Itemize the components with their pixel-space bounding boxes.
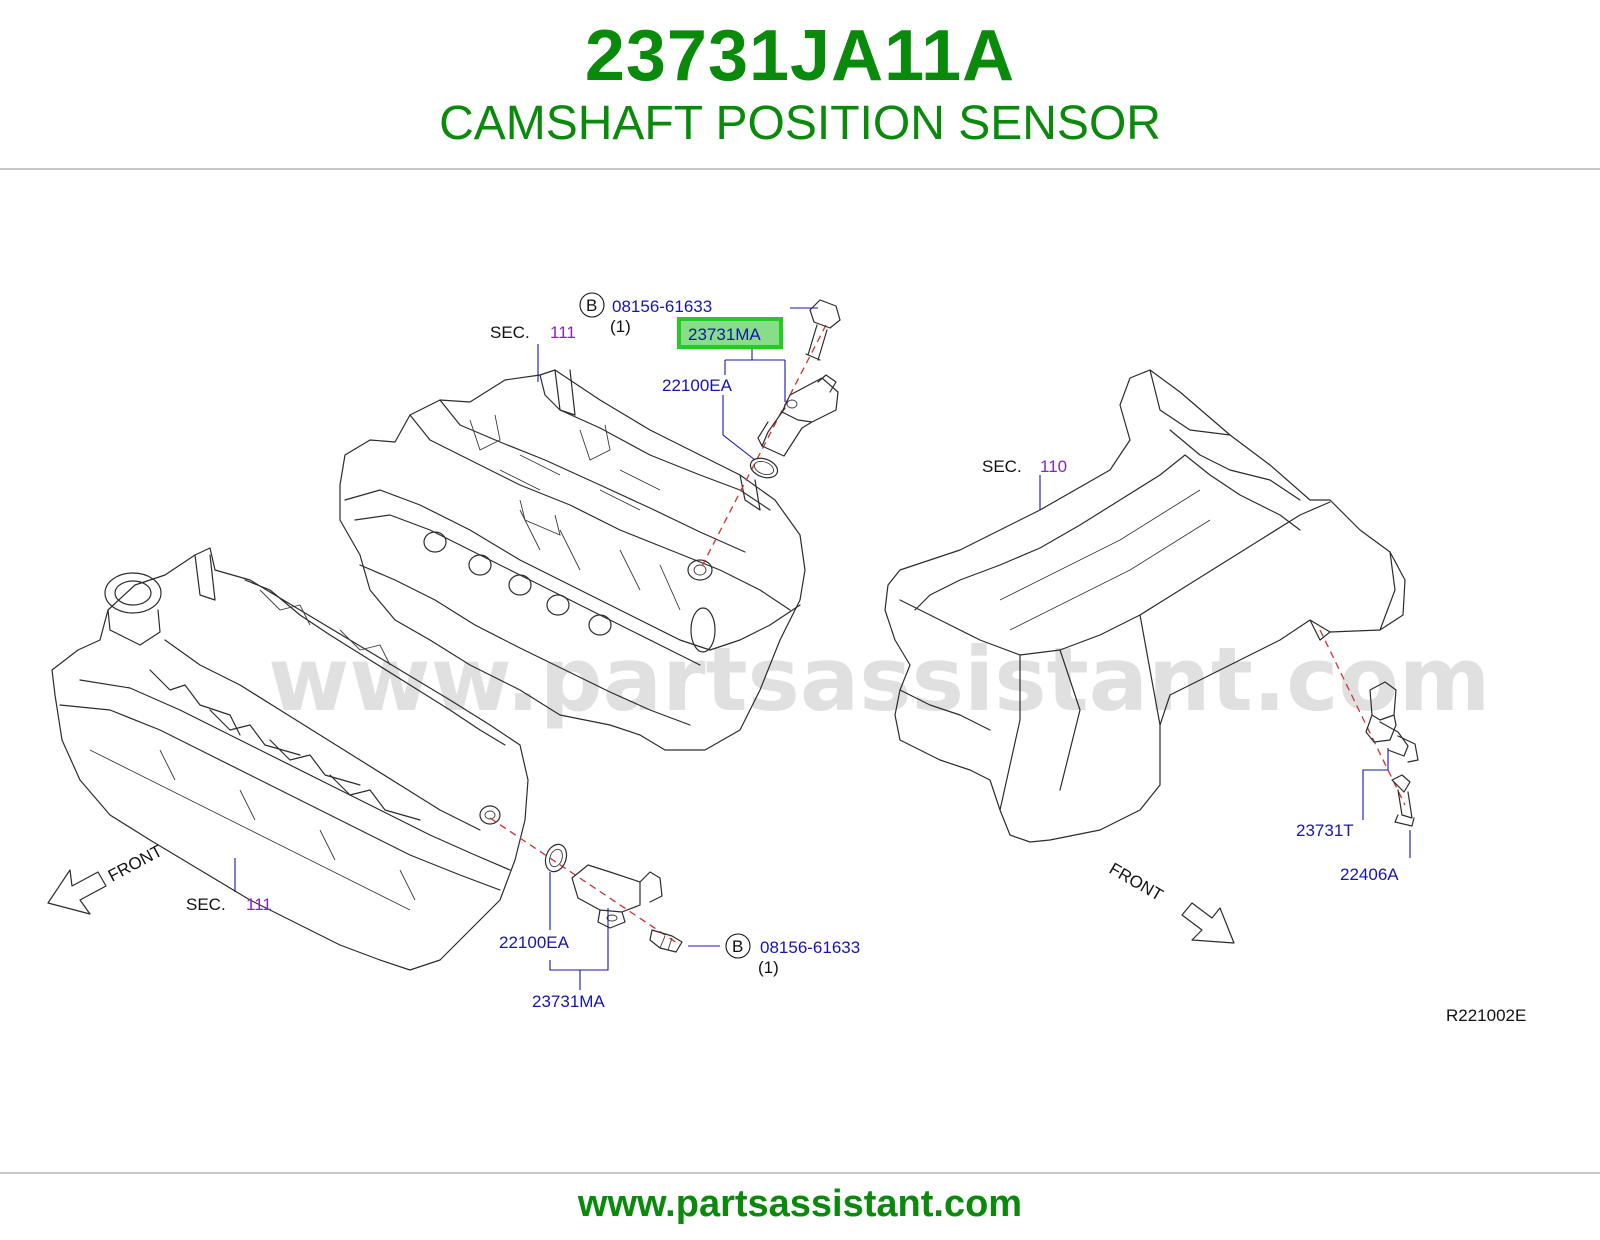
sensor-bottom-part-label[interactable]: 23731MA: [532, 992, 605, 1011]
bolt-bottom-icon: [649, 929, 683, 953]
reference-code: R221002E: [1446, 1006, 1526, 1025]
sensor-assembly-bottom: [489, 817, 683, 953]
crank-bolt-part-label[interactable]: 22406A: [1340, 865, 1399, 884]
crank-bolt-icon: [1391, 774, 1411, 793]
cylinder-head-upper: [339, 369, 806, 751]
front-right-label: FRONT: [1106, 859, 1166, 905]
watermark-text: www.partsassistant.com: [268, 628, 1491, 731]
sec-right-number[interactable]: 110: [1040, 457, 1067, 476]
highlight-box: [677, 317, 783, 349]
sec-right-prefix: SEC.: [982, 457, 1022, 476]
front-arrow-left: [47, 869, 107, 915]
sec-top-prefix: SEC.: [490, 323, 530, 342]
header: 23731JA11A CAMSHAFT POSITION SENSOR: [0, 0, 1600, 168]
sensor-assembly-top: [699, 299, 841, 571]
oring-bottom-part-label[interactable]: 22100EA: [499, 933, 570, 952]
bolt-top-shank: [805, 324, 828, 361]
sec-bottom-prefix: SEC.: [186, 895, 226, 914]
sensor-bottom-icon: [571, 864, 641, 913]
part-number-title: 23731JA11A: [584, 16, 1016, 96]
bolt-top-part-label[interactable]: 08156-61633: [612, 297, 712, 316]
bolt-bottom-qty: (1): [758, 958, 779, 977]
part-name-subtitle: CAMSHAFT POSITION SENSOR: [439, 97, 1161, 150]
bolt-bottom-part-label[interactable]: 08156-61633: [760, 938, 860, 957]
bolt-top-circle-letter: B: [586, 296, 597, 315]
oil-pan-cover: [884, 369, 1406, 843]
bolt-bottom-circle-letter: B: [732, 937, 743, 956]
cylinder-head-lower: [51, 547, 529, 971]
bolt-top-circle: [579, 292, 605, 318]
oring-top-icon: [749, 457, 779, 479]
front-left-label: FRONT: [105, 841, 166, 885]
bolt-top-icon: [809, 299, 841, 329]
sec-top-number[interactable]: 111: [550, 323, 576, 342]
top-divider: [0, 168, 1600, 170]
footer-url-link[interactable]: www.partsassistant.com: [577, 1183, 1023, 1225]
oring-top-part-label[interactable]: 22100EA: [662, 376, 733, 395]
crank-sensor-assembly: [1319, 629, 1419, 827]
sec-bottom-number[interactable]: 111: [246, 895, 272, 914]
front-arrow-right: [1181, 902, 1235, 944]
crank-sensor-part-label[interactable]: 23731T: [1296, 821, 1354, 840]
parts-diagram: www.partsassistant.com: [47, 292, 1526, 1025]
bottom-divider: [0, 1172, 1600, 1174]
sensor-top-icon: [781, 377, 839, 423]
sensor-top-part-label[interactable]: 23731MA: [688, 325, 761, 344]
bolt-bottom-circle: [725, 933, 751, 959]
bolt-top-qty: (1): [610, 317, 631, 336]
leader-lines: [234, 307, 1411, 990]
oring-bottom-icon: [544, 843, 568, 873]
